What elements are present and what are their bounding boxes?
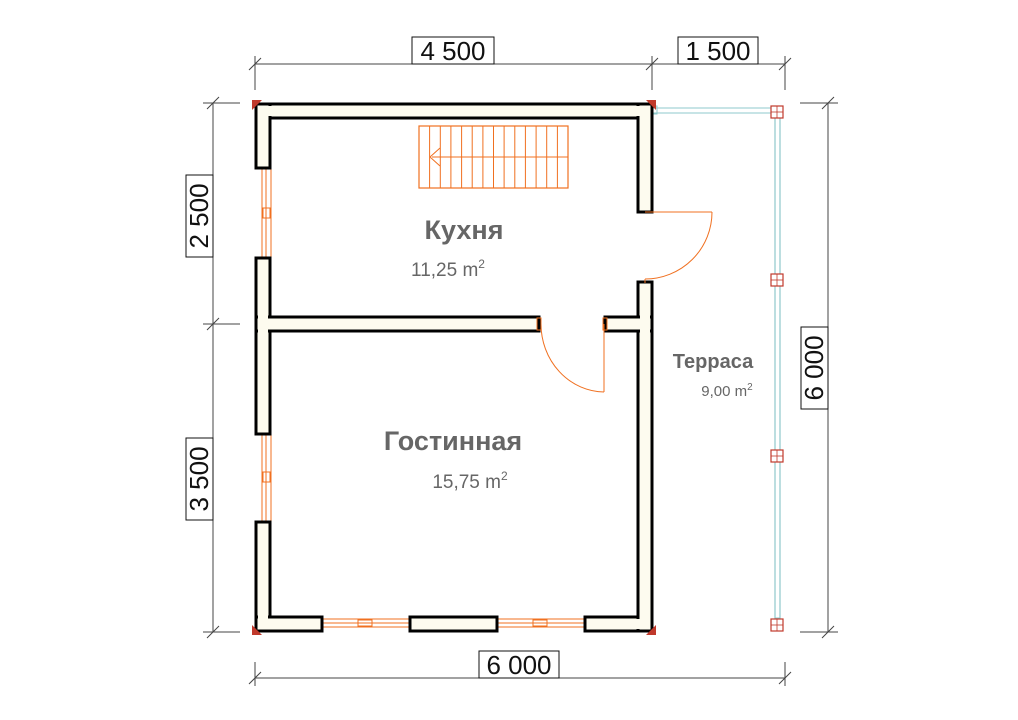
room-terrace: Терраса 9,00 m2	[673, 351, 754, 400]
room-kitchen: Кухня 11,25 m2	[411, 215, 503, 281]
dim-label-left-lower: 3 500	[184, 437, 214, 521]
svg-text:1 500: 1 500	[685, 36, 750, 66]
room-area-kitchen: 11,25 m2	[411, 257, 485, 281]
door-terrace	[644, 211, 713, 283]
dim-label-bottom: 6 000	[478, 650, 560, 680]
room-name-terrace: Терраса	[673, 351, 754, 373]
door-interior	[536, 317, 608, 393]
corner-markers	[252, 100, 656, 635]
dim-label-top-left: 4 500	[411, 36, 495, 66]
staircase	[418, 125, 569, 189]
dim-label-right: 6 000	[799, 326, 829, 410]
svg-text:6 000: 6 000	[799, 335, 829, 400]
room-area-terrace: 9,00 m2	[701, 382, 753, 400]
room-living: Гостинная 15,75 m2	[384, 426, 522, 493]
windows	[261, 167, 586, 628]
svg-text:3 500: 3 500	[184, 446, 214, 511]
wall-joints	[258, 106, 650, 629]
svg-text:2 500: 2 500	[184, 183, 214, 248]
dim-label-top-right: 1 500	[677, 36, 759, 66]
svg-text:6 000: 6 000	[486, 650, 551, 680]
svg-text:4 500: 4 500	[420, 36, 485, 66]
terrace-posts	[770, 105, 784, 632]
room-area-living: 15,75 m2	[432, 469, 508, 493]
terrace-post-marks	[771, 106, 783, 631]
dim-label-left-upper: 2 500	[184, 174, 214, 258]
room-name-living: Гостинная	[384, 426, 522, 456]
room-name-kitchen: Кухня	[425, 215, 504, 245]
